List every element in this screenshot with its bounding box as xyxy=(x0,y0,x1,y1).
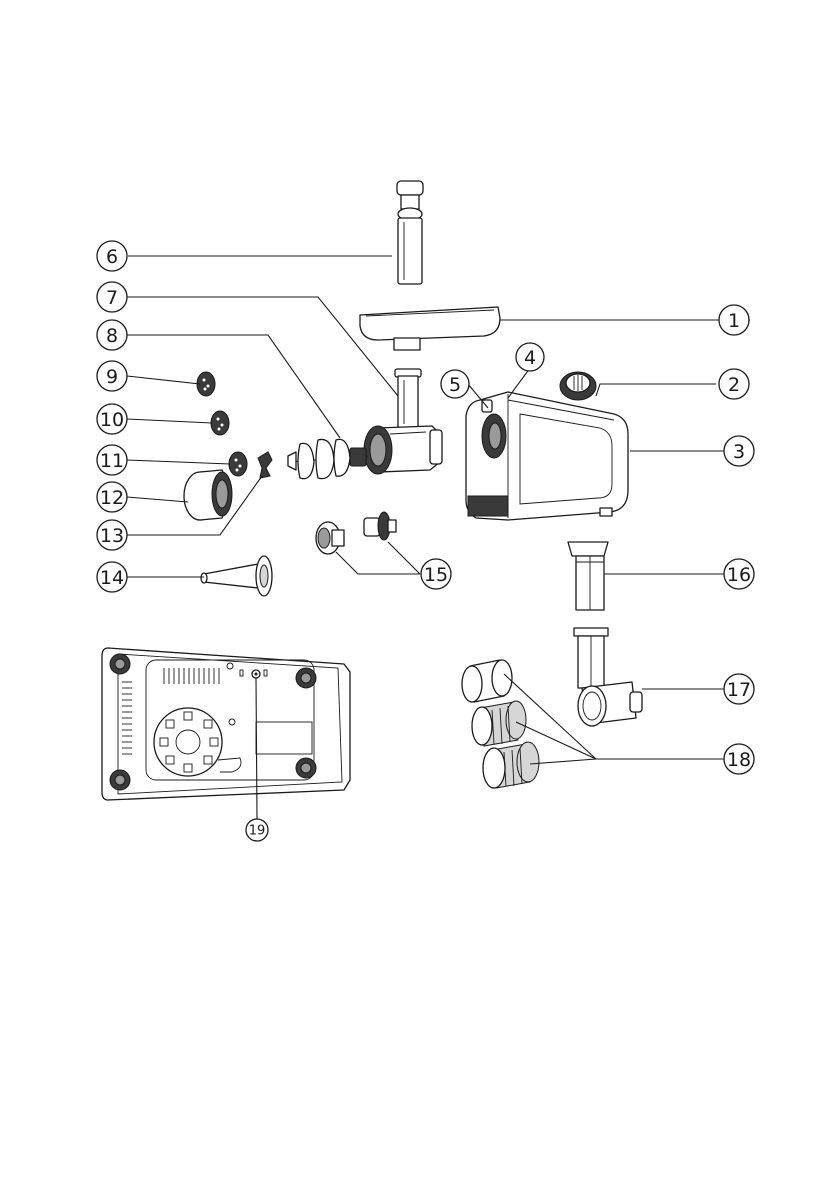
kibbe-attachment-shaper xyxy=(364,512,396,540)
callout-7: 7 xyxy=(97,282,127,312)
callout-3: 3 xyxy=(724,436,754,466)
cutting-plate-medium xyxy=(211,411,229,435)
callout-10: 10 xyxy=(97,404,127,434)
callout-15: 15 xyxy=(421,559,451,589)
svg-text:5: 5 xyxy=(449,374,461,396)
cutting-plate-fine xyxy=(229,452,247,476)
callout-14: 14 xyxy=(97,562,127,592)
svg-text:17: 17 xyxy=(727,679,751,701)
motor-base-underside xyxy=(102,648,350,800)
auger-screw xyxy=(288,439,368,478)
svg-text:4: 4 xyxy=(524,347,536,369)
callout-6: 6 xyxy=(97,241,127,271)
slicer-drum-coarse xyxy=(462,660,512,702)
switch-knob xyxy=(560,372,596,400)
callout-4: 4 xyxy=(516,343,544,371)
svg-text:8: 8 xyxy=(106,325,118,347)
svg-text:3: 3 xyxy=(733,441,745,463)
callout-17: 17 xyxy=(724,674,754,704)
kibbe-attachment-cone xyxy=(316,522,344,554)
grinder-head xyxy=(364,369,442,474)
attachment-socket xyxy=(482,414,506,458)
svg-text:18: 18 xyxy=(727,749,751,771)
slicer-body xyxy=(574,628,642,726)
ring-nut xyxy=(184,470,232,520)
feeding-tray xyxy=(360,307,500,350)
svg-text:15: 15 xyxy=(424,564,448,586)
svg-text:10: 10 xyxy=(100,409,124,431)
svg-text:1: 1 xyxy=(728,310,740,332)
callout-19: 19 xyxy=(246,819,268,841)
svg-text:2: 2 xyxy=(728,374,740,396)
svg-text:12: 12 xyxy=(100,487,124,509)
svg-text:7: 7 xyxy=(106,287,118,309)
svg-text:16: 16 xyxy=(727,564,751,586)
callout-16: 16 xyxy=(724,559,754,589)
sausage-funnel xyxy=(201,556,272,596)
callout-8: 8 xyxy=(97,320,127,350)
callout-12: 12 xyxy=(97,482,127,512)
svg-text:13: 13 xyxy=(100,525,124,547)
svg-text:19: 19 xyxy=(249,824,266,839)
food-pusher xyxy=(397,181,423,284)
svg-text:6: 6 xyxy=(106,246,118,268)
callout-18: 18 xyxy=(724,744,754,774)
callout-1: 1 xyxy=(719,305,749,335)
callout-2: 2 xyxy=(719,369,749,399)
cutting-blade xyxy=(258,452,272,478)
svg-text:14: 14 xyxy=(100,567,124,589)
svg-text:11: 11 xyxy=(100,450,124,472)
callout-13: 13 xyxy=(97,520,127,550)
slicer-drum-medium xyxy=(472,701,526,746)
svg-text:9: 9 xyxy=(106,366,118,388)
slicer-pusher xyxy=(568,542,608,610)
callout-5: 5 xyxy=(441,370,469,398)
callout-11: 11 xyxy=(97,445,127,475)
callout-9: 9 xyxy=(97,361,127,391)
slicer-drum-fine xyxy=(483,742,539,788)
